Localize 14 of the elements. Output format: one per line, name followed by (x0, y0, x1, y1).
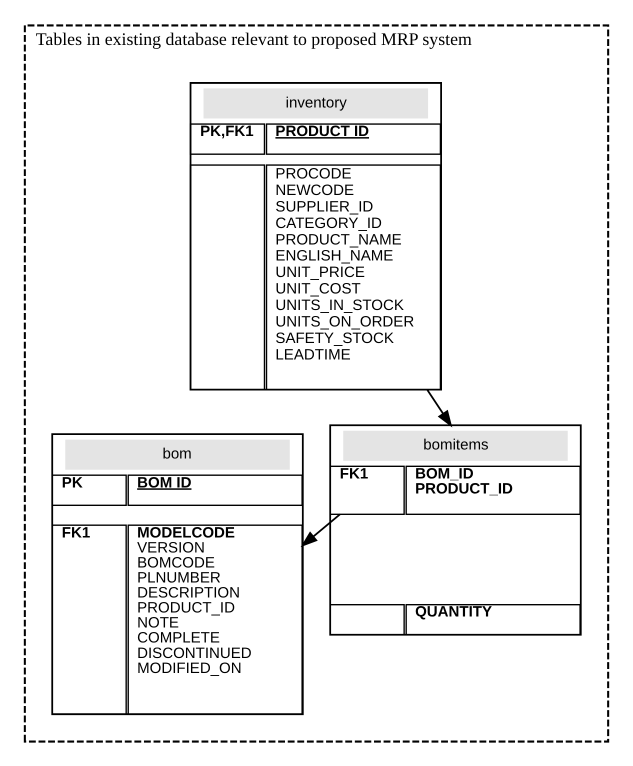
node-box: QUANTITY (406, 603, 581, 635)
node-box: PROCODE NEWCODE SUPPLIER_ID CATEGORY_ID PRODUCT_NAME ENGLISH_NAME UNIT_PRICE UNIT_COST UNITS_IN_STOCK UNITS_ON_ORDER SAFETY_STOCK LEADTIME (266, 164, 442, 390)
arrow (300, 513, 341, 547)
node-box: BOM_ID PRODUCT_ID (406, 465, 581, 514)
node-box: FK1 (330, 465, 405, 514)
node-box: MODELCODE VERSION BOMCODE PLNUMBER DESCRIPTION PRODUCT_ID NOTE COMPLETE DISCONTINUED MODIFIED_ON (128, 524, 303, 714)
arrow (426, 389, 452, 427)
node-box: PK (52, 474, 127, 506)
node-box: PRODUCT ID (266, 122, 442, 154)
node-box: FK1 (52, 524, 127, 714)
node-box (190, 164, 266, 390)
node-box (330, 603, 405, 635)
node-box: PK,FK1 (190, 122, 266, 154)
node-box: BOM ID (128, 474, 303, 506)
